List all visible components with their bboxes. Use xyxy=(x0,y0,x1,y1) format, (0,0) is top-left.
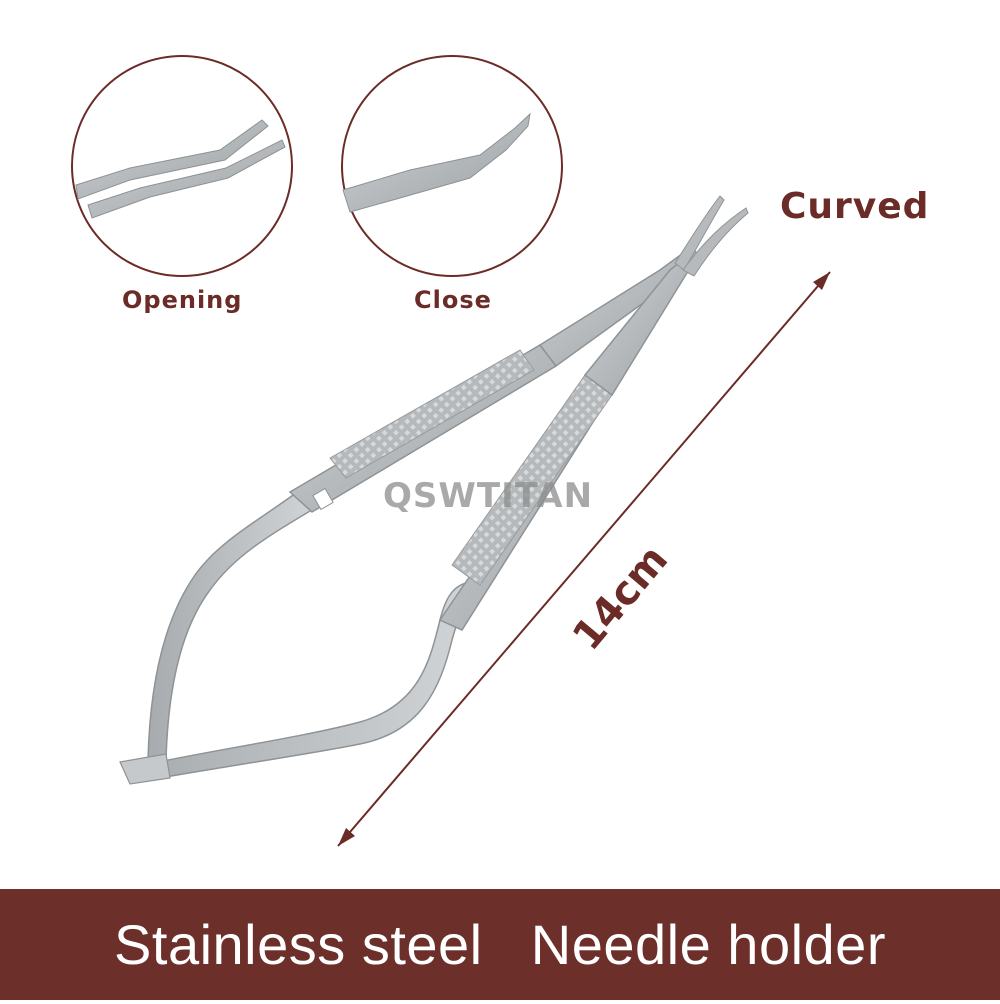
upper-tip xyxy=(674,195,725,271)
needle-holder xyxy=(119,195,749,785)
length-arrow xyxy=(337,271,831,847)
handle-clip xyxy=(119,753,171,785)
close-detail xyxy=(341,55,563,277)
title-banner: Stainless steel Needle holder xyxy=(0,889,1000,1000)
lower-tip xyxy=(682,207,749,277)
opening-detail xyxy=(71,55,293,277)
upper-handle xyxy=(147,489,322,761)
close-jaws xyxy=(342,112,531,213)
opening-label: Opening xyxy=(122,286,243,314)
opening-lower-jaw xyxy=(87,139,286,219)
opening-upper-jaw xyxy=(75,119,269,200)
upper-knurled-grip xyxy=(329,349,535,479)
curved-label: Curved xyxy=(780,186,930,227)
banner-title: Stainless steel Needle holder xyxy=(114,913,886,976)
lock-slot xyxy=(312,487,334,511)
watermark: QSWTITAN xyxy=(383,476,594,516)
close-label: Close xyxy=(414,286,492,314)
